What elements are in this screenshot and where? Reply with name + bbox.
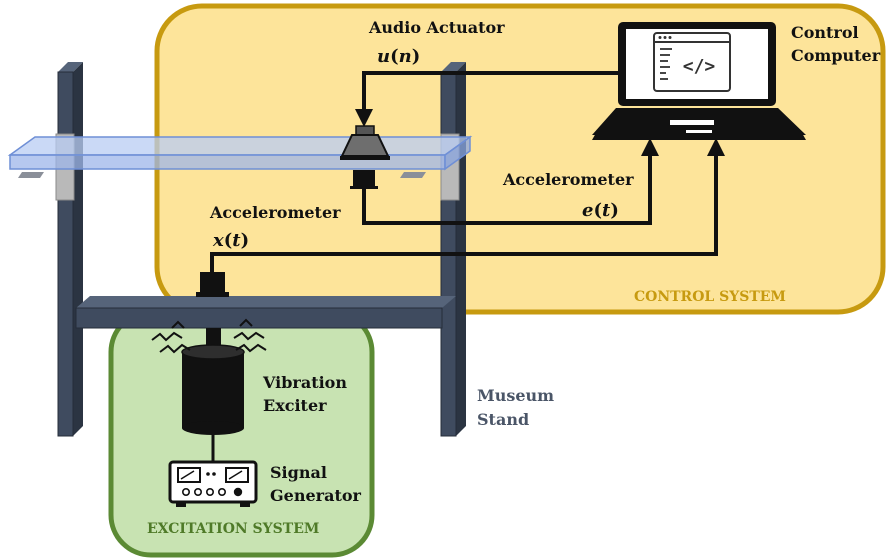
museum-stand-left-post [57,62,83,437]
control-computer-label-line1: Control [791,23,859,42]
excitation-system-title: EXCITATION SYSTEM [147,521,319,537]
code-window-icon: </> [653,32,731,92]
reference-signal-label: x(t) [212,230,249,251]
error-accelerometer-label: Accelerometer [502,170,634,189]
signal-generator-icon [168,460,258,507]
wire-reference-accelerometer [210,138,725,272]
actuator-signal-var: u [377,46,390,67]
code-symbol: </> [683,56,716,77]
actuator-signal-arg: n [399,46,412,67]
accelerometer-icon [350,170,378,189]
reference-accelerometer-label: Accelerometer [209,203,341,222]
vibration-exciter-icon [181,328,245,435]
signal-generator-label-line1: Signal [270,463,327,482]
support-tab-right [400,172,426,178]
reference-signal-var: x [212,230,224,251]
error-signal-var: e [582,200,593,221]
actuator-signal-label: u(n) [377,46,420,67]
accelerometer-icon [196,272,229,297]
vibration-lines-icon [151,318,267,354]
speaker-icon [340,125,390,160]
museum-stand-right-post [440,62,466,437]
error-signal-label: e(t) [582,200,619,221]
wire-error-accelerometer [362,138,659,225]
vibration-exciter-label-line2: Exciter [263,396,327,415]
vibration-exciter-label-line1: Vibration [262,373,347,392]
control-computer-label-line2: Computer [791,46,881,65]
signal-generator-label-line2: Generator [270,486,362,505]
museum-stand-label-line2: Stand [477,410,529,429]
error-signal-arg: t [602,200,611,221]
museum-stand-label-line1: Museum [477,386,554,405]
audio-actuator-label: Audio Actuator [368,18,505,37]
support-tab-left [18,172,44,178]
wire-computer-to-actuator [355,71,620,127]
control-system-title: CONTROL SYSTEM [634,289,786,305]
glass-plate [7,135,473,171]
reference-signal-arg: t [232,230,241,251]
museum-stand-crossbar [75,296,456,329]
